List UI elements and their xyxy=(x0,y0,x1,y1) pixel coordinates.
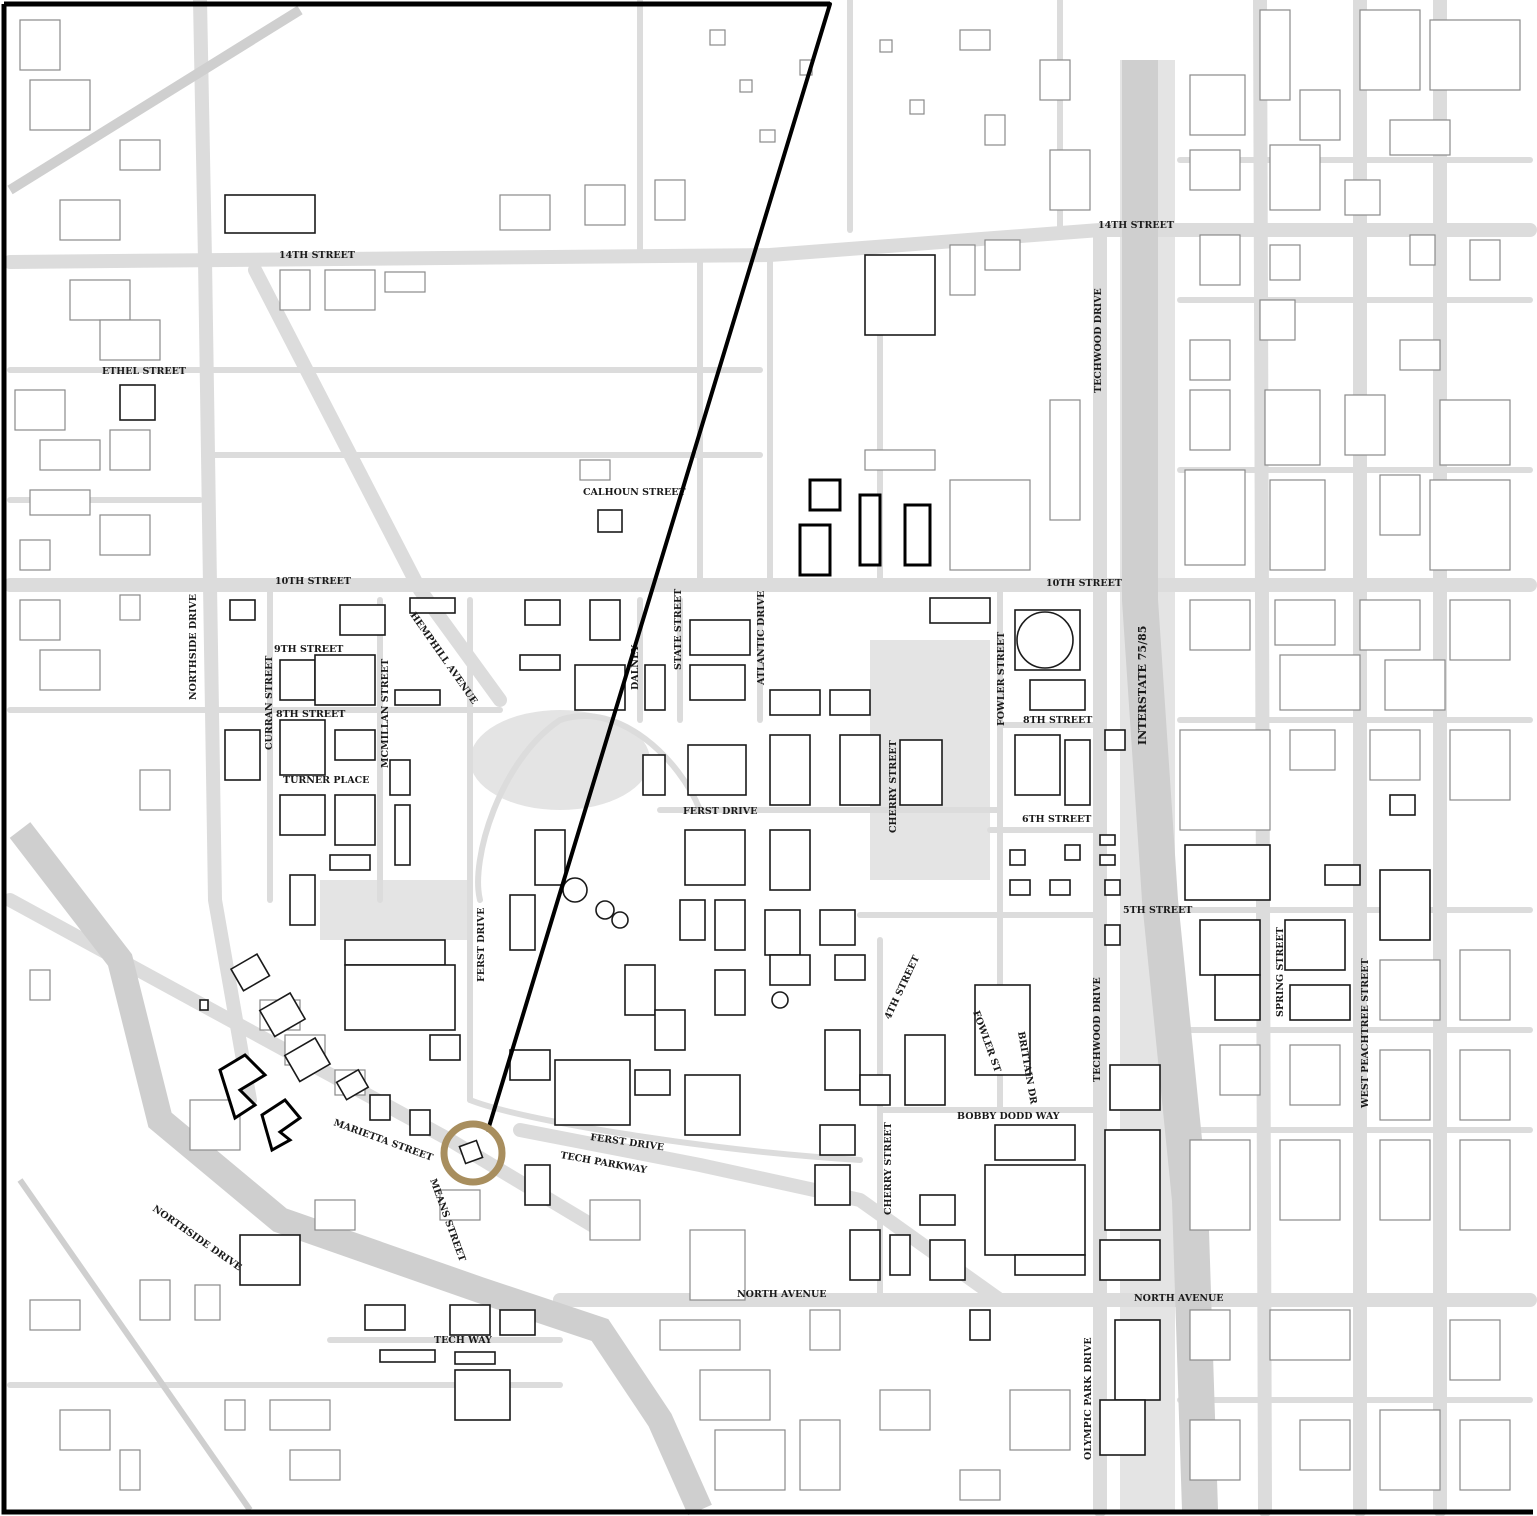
label-spring-street: SPRING STREET xyxy=(1275,927,1286,1017)
label-cherry-street-bottom: CHERRY STREET xyxy=(883,1122,894,1215)
label-dalney: DALNEY xyxy=(630,645,641,690)
label-west-peachtree-street: WEST PEACHTREE STREET xyxy=(1360,958,1371,1109)
label-mcmillan-street: MCMILLAN STREET xyxy=(380,659,391,768)
location-marker-ring xyxy=(440,1120,506,1186)
label-atlantic-drive: ATLANTIC DRIVE xyxy=(756,591,767,686)
label-8th-street-right: 8TH STREET xyxy=(1023,715,1092,726)
label-10th-street-left: 10TH STREET xyxy=(275,576,351,587)
label-techwood-drive-mid: TECHWOOD DRIVE xyxy=(1092,977,1103,1082)
label-fowler-street-top: FOWLER STREET xyxy=(996,632,1007,726)
location-highlight xyxy=(440,2,832,1186)
label-bobby-dodd-way: BOBBY DODD WAY xyxy=(957,1111,1060,1122)
label-techwood-drive-top: TECHWOOD DRIVE xyxy=(1093,288,1104,393)
label-ferst-drive-top: FERST DRIVE xyxy=(683,806,757,817)
label-ferst-drive-left: FERST DRIVE xyxy=(476,908,487,982)
label-tech-way: TECH WAY xyxy=(434,1335,492,1346)
label-state-street: STATE STREET xyxy=(673,589,684,670)
label-5th-street: 5TH STREET xyxy=(1123,905,1192,916)
label-14th-street-right: 14TH STREET xyxy=(1098,220,1174,231)
label-curran-street: CURRAN STREET xyxy=(264,656,275,750)
label-olympic-park-drive: OLYMPIC PARK DRIVE xyxy=(1083,1337,1094,1460)
pointer-line xyxy=(486,2,832,1132)
label-northside-drive-bottom: NORTHSIDE DRIVE xyxy=(150,1203,243,1273)
label-cherry-street-top: CHERRY STREET xyxy=(888,740,899,833)
label-calhoun-street: CALHOUN STREET xyxy=(583,487,686,498)
label-4th-street: 4TH STREET xyxy=(883,954,922,1021)
label-10th-street-right: 10TH STREET xyxy=(1046,578,1122,589)
highlighted-building xyxy=(458,1139,484,1165)
label-turner-place: TURNER PLACE xyxy=(283,775,369,786)
label-6th-street: 6TH STREET xyxy=(1022,814,1091,825)
label-northside-drive-left: NORTHSIDE DRIVE xyxy=(188,594,199,700)
buildings xyxy=(14,9,1521,1501)
label-north-avenue-left: NORTH AVENUE xyxy=(737,1289,827,1300)
label-8th-street-left: 8TH STREET xyxy=(276,709,345,720)
highways xyxy=(7,5,1218,1516)
label-14th-street-left: 14TH STREET xyxy=(279,250,355,261)
label-north-avenue-right: NORTH AVENUE xyxy=(1134,1293,1224,1304)
label-interstate: INTERSTATE 75/85 xyxy=(1136,626,1149,745)
label-ethel-street: ETHEL STREET xyxy=(102,366,186,377)
label-9th-street: 9TH STREET xyxy=(274,644,343,655)
buildings-marietta xyxy=(199,953,431,1136)
